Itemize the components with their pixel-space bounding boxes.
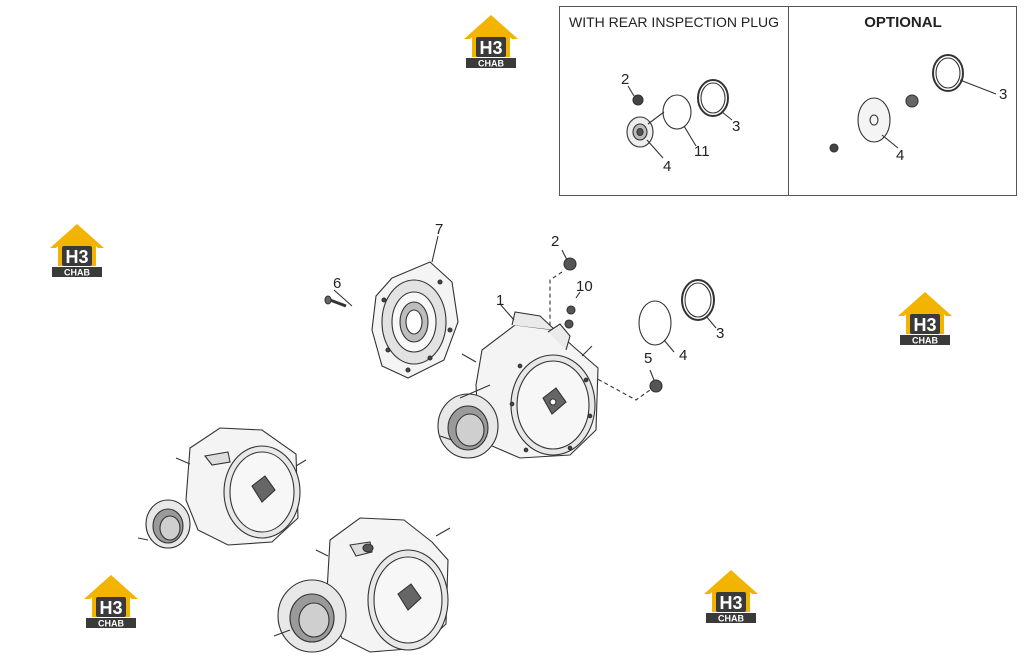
plug-2-and-fittings-10 [549, 249, 581, 330]
svg-text:H3: H3 [719, 593, 742, 613]
callout-7: 7 [435, 221, 444, 238]
callout-3: 3 [716, 325, 725, 342]
inset-right-parts [829, 54, 997, 153]
inset-left-title: WITH REAR INSPECTION PLUG [568, 14, 780, 30]
inset-divider [788, 7, 789, 195]
axle-housing-variant-a [137, 427, 307, 549]
callout-6: 6 [333, 275, 342, 292]
plug-5 [591, 369, 663, 401]
svg-text:CHAB: CHAB [98, 619, 124, 629]
inset-left-parts [626, 79, 733, 159]
callout-5: 5 [644, 350, 653, 367]
callout-2: 2 [551, 233, 560, 250]
axle-housing-variant-b [273, 517, 451, 653]
svg-text:H3: H3 [913, 315, 936, 335]
svg-text:CHAB: CHAB [912, 336, 938, 346]
end-cover-7 [371, 235, 459, 379]
callout-optional-3: 3 [999, 86, 1008, 103]
svg-text:CHAB: CHAB [718, 614, 744, 624]
callout-optional-4: 4 [896, 147, 905, 164]
callout-inset-11: 11 [694, 143, 710, 160]
screw-6 [324, 289, 353, 308]
callout-inset-3: 3 [732, 118, 741, 135]
callout-1: 1 [496, 292, 505, 309]
axle-housing-1 [437, 303, 599, 459]
svg-text:H3: H3 [99, 598, 122, 618]
callout-inset-4: 4 [663, 158, 672, 175]
svg-text:CHAB: CHAB [64, 268, 90, 278]
svg-text:H3: H3 [479, 38, 502, 58]
svg-text:H3: H3 [65, 247, 88, 267]
svg-text:CHAB: CHAB [478, 59, 504, 69]
inset-panel: WITH REAR INSPECTION PLUG OPTIONAL [559, 6, 1017, 196]
rings-3-4-main [638, 279, 717, 353]
callout-4: 4 [679, 347, 688, 364]
inset-right-title: OPTIONAL [864, 14, 942, 31]
callout-10: 10 [576, 278, 593, 295]
callout-inset-2: 2 [621, 71, 630, 88]
